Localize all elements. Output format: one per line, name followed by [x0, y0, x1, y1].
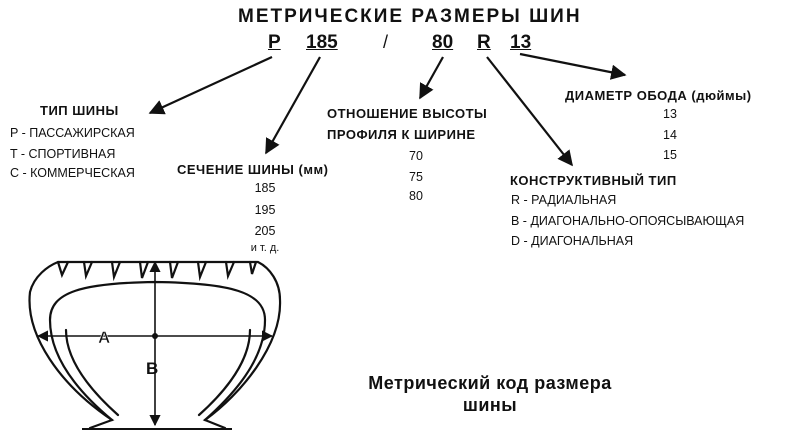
code-rim-diameter: 13 [510, 32, 532, 53]
aspect-ratio-heading-line2: ПРОФИЛЯ К ШИРИНЕ [327, 127, 476, 142]
arrow-section-width [265, 56, 321, 155]
diagram-title: МЕТРИЧЕСКИЕ РАЗМЕРЫ ШИН [238, 6, 582, 27]
code-tire-type: P [268, 32, 281, 53]
caption-line2: шины [462, 395, 518, 415]
section-width-value: 185 [254, 181, 276, 195]
construction-item-bias-belted: B - ДИАГОНАЛЬНО-ОПОЯСЫВАЮЩАЯ [511, 214, 745, 228]
dimension-label-b: B [146, 359, 158, 378]
aspect-ratio-value: 75 [409, 170, 423, 184]
tire-type-item-commercial: C - КОММЕРЧЕСКАЯ [10, 166, 135, 180]
arrow-construction [486, 56, 573, 167]
section-width-etc: и т. д. [250, 242, 280, 254]
arrow-aspect-ratio [419, 56, 444, 100]
code-construction: R [477, 32, 491, 53]
tire-type-item-passenger: P - ПАССАЖИРСКАЯ [10, 126, 135, 140]
construction-item-radial: R - РАДИАЛЬНАЯ [511, 193, 617, 207]
tire-center-mark [152, 333, 158, 339]
tire-type-heading: ТИП ШИНЫ [40, 103, 119, 118]
code-section-width: 185 [306, 32, 338, 53]
code-aspect-ratio: 80 [432, 32, 454, 53]
arrow-tire-type [148, 56, 273, 115]
dimension-label-a: A [98, 328, 110, 347]
rim-diameter-value: 13 [663, 107, 677, 121]
rim-diameter-heading: ДИАМЕТР ОБОДА (дюймы) [565, 88, 752, 103]
aspect-ratio-value: 70 [409, 149, 423, 163]
construction-item-bias: D - ДИАГОНАЛЬНАЯ [511, 234, 634, 248]
section-width-value: 195 [254, 203, 276, 217]
aspect-ratio-value: 80 [409, 189, 423, 203]
code-slash: / [383, 32, 389, 52]
rim-diameter-value: 14 [663, 128, 677, 142]
arrow-rim-diameter [519, 52, 627, 80]
section-width-value: 205 [254, 224, 276, 238]
aspect-ratio-heading-line1: ОТНОШЕНИЕ ВЫСОТЫ [327, 106, 488, 121]
rim-diameter-value: 15 [663, 148, 677, 162]
section-width-heading: СЕЧЕНИЕ ШИНЫ (мм) [177, 162, 329, 177]
construction-type-heading: КОНСТРУКТИВНЫЙ ТИП [510, 173, 677, 188]
tire-type-item-sport: T - СПОРТИВНАЯ [10, 147, 116, 161]
caption-line1: Метрический код размера [368, 373, 612, 393]
